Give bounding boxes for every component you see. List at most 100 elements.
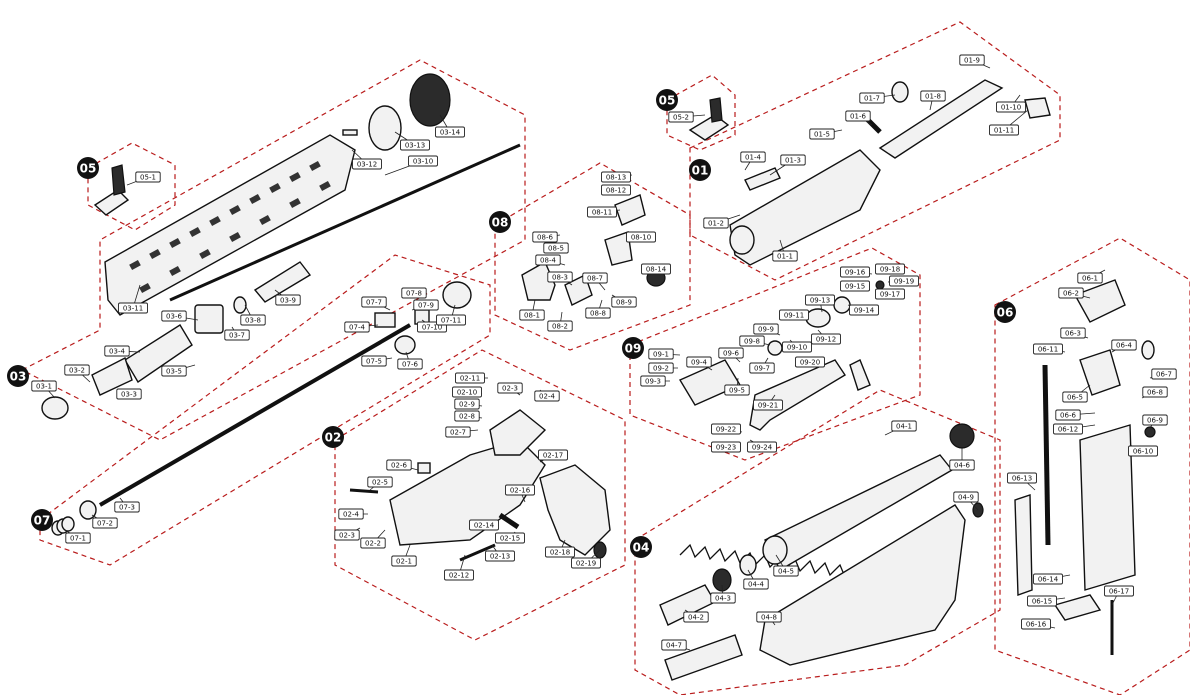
part-label-03-3[interactable]: 03-3 <box>116 388 142 400</box>
part-label-05-1[interactable]: 05-1 <box>135 171 161 183</box>
part-label-09-7[interactable]: 09-7 <box>749 362 775 374</box>
part-label-06-2[interactable]: 06-2 <box>1058 287 1084 299</box>
part-label-02-1[interactable]: 02-1 <box>391 555 417 567</box>
part-label-02-2[interactable]: 02-2 <box>360 537 386 549</box>
part-label-02-3b[interactable]: 02-3 <box>497 382 523 394</box>
part-label-02-17[interactable]: 02-17 <box>538 449 568 461</box>
part-label-09-18[interactable]: 09-18 <box>875 263 905 275</box>
part-label-08-10[interactable]: 08-10 <box>626 231 656 243</box>
part-label-07-4[interactable]: 07-4 <box>344 321 370 333</box>
part-label-09-8[interactable]: 09-8 <box>739 335 765 347</box>
part-label-02-13[interactable]: 02-13 <box>485 550 515 562</box>
part-label-09-5[interactable]: 09-5 <box>724 384 750 396</box>
part-label-02-10[interactable]: 02-10 <box>452 386 482 398</box>
group-badge-03[interactable]: 03 <box>7 365 29 387</box>
group-badge-09[interactable]: 09 <box>622 337 644 359</box>
part-label-08-1[interactable]: 08-1 <box>519 309 545 321</box>
part-label-04-2[interactable]: 04-2 <box>683 611 709 623</box>
part-label-01-2[interactable]: 01-2 <box>703 217 729 229</box>
part-label-09-3[interactable]: 09-3 <box>640 375 666 387</box>
part-label-06-5[interactable]: 06-5 <box>1062 391 1088 403</box>
part-label-02-14[interactable]: 02-14 <box>469 519 499 531</box>
part-label-01-11[interactable]: 01-11 <box>989 124 1019 136</box>
part-label-08-3[interactable]: 08-3 <box>547 271 573 283</box>
part-label-08-2[interactable]: 08-2 <box>547 320 573 332</box>
part-label-09-14[interactable]: 09-14 <box>849 304 879 316</box>
part-label-07-1[interactable]: 07-1 <box>65 532 91 544</box>
part-label-01-4[interactable]: 01-4 <box>740 151 766 163</box>
part-label-04-7[interactable]: 04-7 <box>661 639 687 651</box>
part-label-04-6[interactable]: 04-6 <box>949 459 975 471</box>
part-label-07-2[interactable]: 07-2 <box>92 517 118 529</box>
part-label-04-9[interactable]: 04-9 <box>953 491 979 503</box>
group-badge-08[interactable]: 08 <box>489 211 511 233</box>
part-label-09-19[interactable]: 09-19 <box>889 275 919 287</box>
part-label-02-18[interactable]: 02-18 <box>545 546 575 558</box>
part-label-08-12[interactable]: 08-12 <box>601 184 631 196</box>
part-label-04-3[interactable]: 04-3 <box>710 592 736 604</box>
part-label-02-8[interactable]: 02-8 <box>454 410 480 422</box>
part-label-09-23[interactable]: 09-23 <box>711 441 741 453</box>
part-label-09-24[interactable]: 09-24 <box>747 441 777 453</box>
part-label-09-4[interactable]: 09-4 <box>686 356 712 368</box>
group-badge-02[interactable]: 02 <box>322 426 344 448</box>
part-label-09-1[interactable]: 09-1 <box>648 348 674 360</box>
part-label-04-5[interactable]: 04-5 <box>773 565 799 577</box>
part-label-02-11[interactable]: 02-11 <box>455 372 485 384</box>
part-label-03-12[interactable]: 03-12 <box>352 158 382 170</box>
part-label-06-3[interactable]: 06-3 <box>1060 327 1086 339</box>
part-label-01-5[interactable]: 01-5 <box>809 128 835 140</box>
part-label-02-4[interactable]: 02-4 <box>338 508 364 520</box>
part-label-03-1[interactable]: 03-1 <box>31 380 57 392</box>
part-label-01-6[interactable]: 01-6 <box>845 110 871 122</box>
part-label-06-7[interactable]: 06-7 <box>1151 368 1177 380</box>
part-label-02-15[interactable]: 02-15 <box>495 532 525 544</box>
part-label-06-9[interactable]: 06-9 <box>1142 414 1168 426</box>
part-label-01-7[interactable]: 01-7 <box>859 92 885 104</box>
part-label-03-10[interactable]: 03-10 <box>408 155 438 167</box>
part-label-09-6[interactable]: 09-6 <box>718 347 744 359</box>
part-label-06-8[interactable]: 06-8 <box>1142 386 1168 398</box>
part-label-06-16[interactable]: 06-16 <box>1021 618 1051 630</box>
part-label-09-16[interactable]: 09-16 <box>840 266 870 278</box>
part-label-07-8[interactable]: 07-8 <box>401 287 427 299</box>
part-label-02-3[interactable]: 02-3 <box>334 529 360 541</box>
part-label-08-5[interactable]: 08-5 <box>543 242 569 254</box>
part-label-09-21[interactable]: 09-21 <box>753 399 783 411</box>
part-label-02-16[interactable]: 02-16 <box>505 484 535 496</box>
part-label-06-4[interactable]: 06-4 <box>1111 339 1137 351</box>
part-label-01-10[interactable]: 01-10 <box>996 101 1026 113</box>
part-label-02-7[interactable]: 02-7 <box>445 426 471 438</box>
part-label-08-8[interactable]: 08-8 <box>585 307 611 319</box>
part-label-06-15[interactable]: 06-15 <box>1027 595 1057 607</box>
part-label-01-1[interactable]: 01-1 <box>772 250 798 262</box>
part-label-08-13[interactable]: 08-13 <box>601 171 631 183</box>
part-label-04-4[interactable]: 04-4 <box>743 578 769 590</box>
part-label-03-6[interactable]: 03-6 <box>161 310 187 322</box>
part-label-02-9[interactable]: 02-9 <box>454 398 480 410</box>
part-label-07-6[interactable]: 07-6 <box>397 358 423 370</box>
part-label-06-13[interactable]: 06-13 <box>1007 472 1037 484</box>
part-label-09-9[interactable]: 09-9 <box>753 323 779 335</box>
part-label-02-12[interactable]: 02-12 <box>444 569 474 581</box>
part-label-03-11[interactable]: 03-11 <box>118 302 148 314</box>
part-label-04-1[interactable]: 04-1 <box>891 420 917 432</box>
part-label-08-9[interactable]: 08-9 <box>611 296 637 308</box>
group-badge-04[interactable]: 04 <box>630 536 652 558</box>
part-label-08-4[interactable]: 08-4 <box>535 254 561 266</box>
part-label-02-5[interactable]: 02-5 <box>367 476 393 488</box>
part-label-07-7[interactable]: 07-7 <box>361 296 387 308</box>
part-label-06-17[interactable]: 06-17 <box>1104 585 1134 597</box>
part-label-09-17[interactable]: 09-17 <box>875 288 905 300</box>
part-label-06-10[interactable]: 06-10 <box>1128 445 1158 457</box>
part-label-05-2[interactable]: 05-2 <box>668 111 694 123</box>
part-label-06-1[interactable]: 06-1 <box>1077 272 1103 284</box>
part-label-06-12[interactable]: 06-12 <box>1053 423 1083 435</box>
part-label-08-7[interactable]: 08-7 <box>582 272 608 284</box>
part-label-07-11[interactable]: 07-11 <box>436 314 466 326</box>
part-label-07-5[interactable]: 07-5 <box>361 355 387 367</box>
part-label-09-10[interactable]: 09-10 <box>782 341 812 353</box>
part-label-01-3[interactable]: 01-3 <box>780 154 806 166</box>
part-label-09-15[interactable]: 09-15 <box>840 280 870 292</box>
part-label-04-8[interactable]: 04-8 <box>756 611 782 623</box>
